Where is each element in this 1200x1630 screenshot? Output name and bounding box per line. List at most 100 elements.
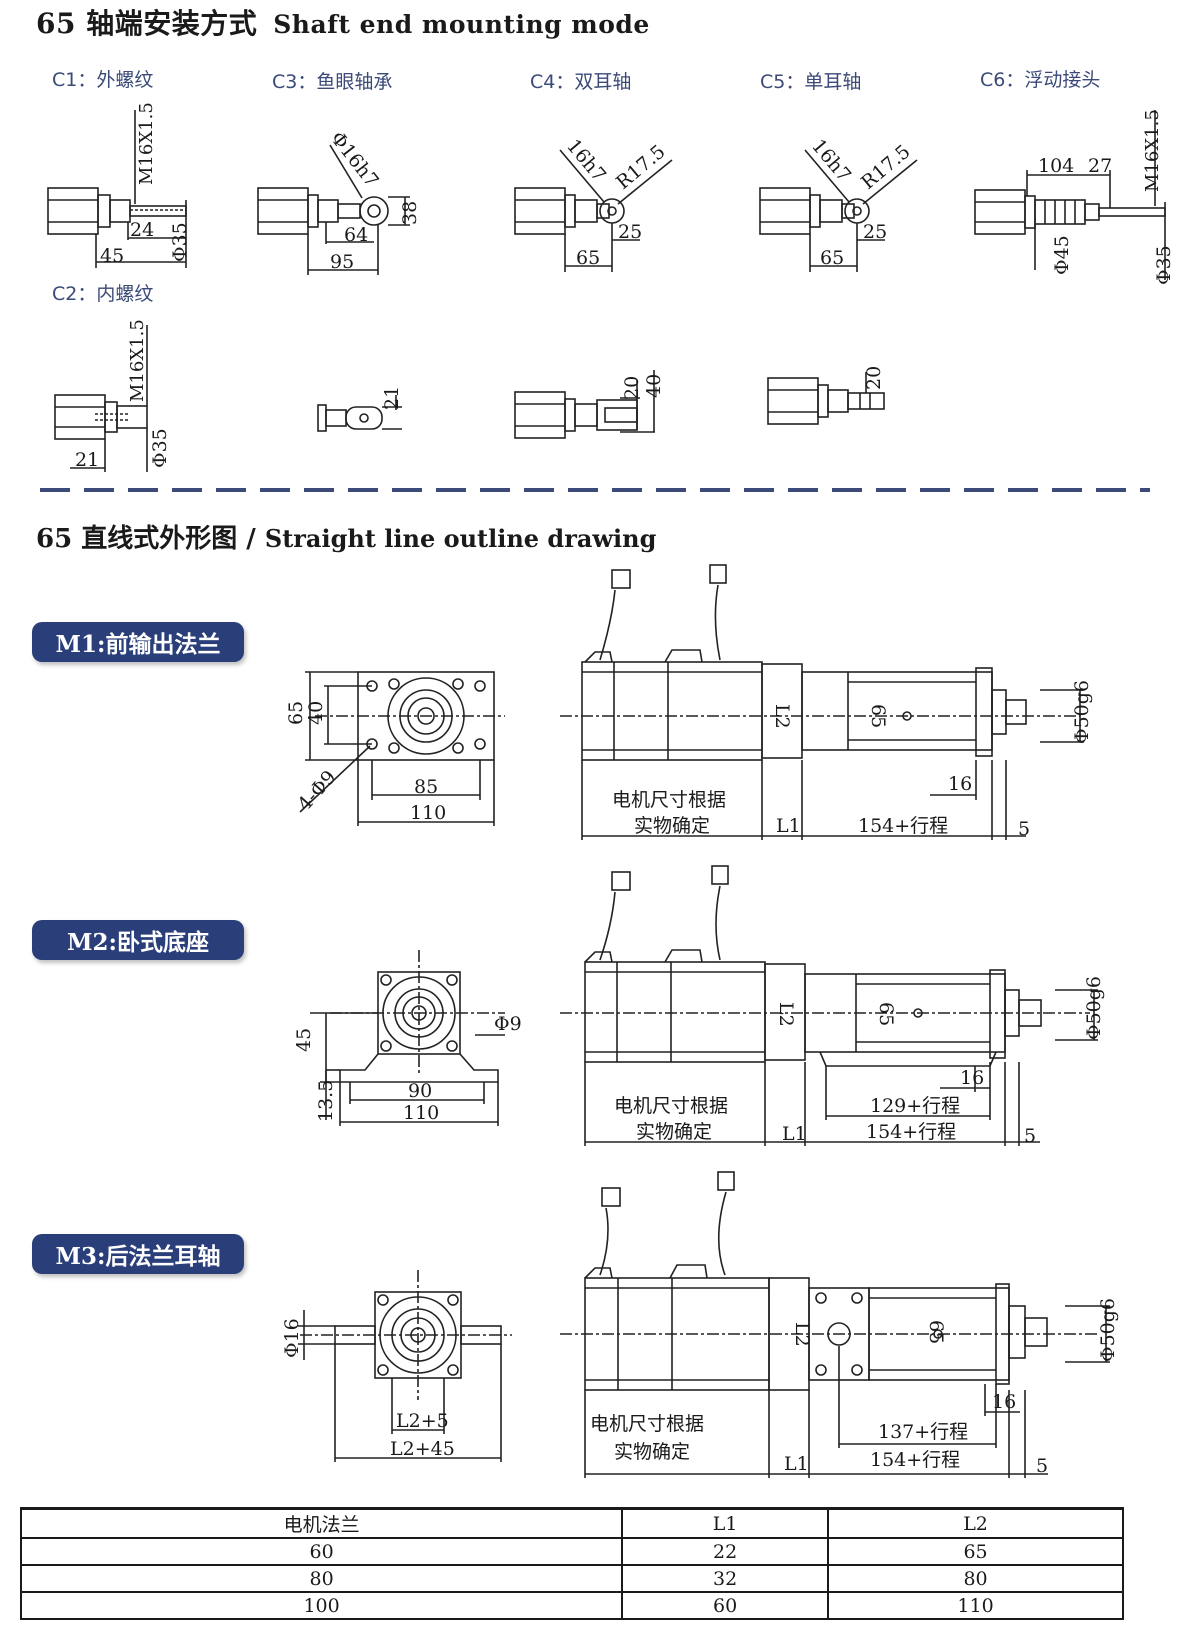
m2-dim-5: 5	[1024, 1125, 1036, 1147]
c1-dim-thread: M16X1.5	[136, 102, 157, 185]
m3-front-view	[298, 1270, 512, 1462]
m2-dim-16: 16	[960, 1067, 984, 1089]
c5-dim-65: 65	[820, 247, 844, 269]
section-outline-title-en: Straight line outline drawing	[264, 524, 657, 553]
c2-label: C2：内螺纹	[52, 283, 153, 305]
m1-dim-110: 110	[410, 802, 446, 824]
table-cell: 80	[827, 1564, 1124, 1593]
m1-dim-40: 40	[305, 701, 327, 725]
m1-dim-65side: 65	[867, 704, 889, 728]
m3-dim-phi16: Φ16	[281, 1318, 303, 1358]
c4-drawing	[514, 149, 673, 272]
c1-drawing	[47, 110, 187, 268]
m1-dim-holes: 4-Φ9	[293, 766, 340, 815]
table-header-row: 电机法兰 L1 L2	[19, 1507, 1124, 1539]
c5-side-dim: 20	[863, 366, 885, 390]
c2-dim-21: 21	[75, 449, 99, 471]
c5-side-view	[767, 372, 885, 425]
m2-dim-90: 90	[408, 1080, 432, 1102]
m2-dim-len1: 129+行程	[870, 1095, 960, 1117]
table-cell: 65	[827, 1537, 1124, 1566]
m2-dim-phi9: Φ9	[494, 1013, 522, 1035]
m3-dim-l2plus45: L2+45	[390, 1438, 455, 1460]
c3-side-view	[317, 395, 402, 432]
section-shaft-title: 65 轴端安装方式 Shaft end mounting mode	[36, 2, 650, 42]
m1-dim-l1: L1	[776, 815, 801, 837]
m3-dim-l2plus5: L2+5	[396, 1410, 449, 1432]
c5-dim-25: 25	[863, 221, 887, 243]
m3-dim-phi50: Φ50g6	[1097, 1298, 1119, 1362]
m1-dim-16: 16	[948, 773, 972, 795]
m1-side-view	[560, 564, 1084, 840]
c4-dim-65: 65	[576, 247, 600, 269]
c2-dim-thread: M16X1.5	[127, 319, 148, 402]
c3-dim-phi16: Φ16h7	[326, 128, 383, 192]
c4-side-view	[514, 370, 655, 439]
m1-front-view	[299, 671, 505, 826]
m1-note1: 电机尺寸根据	[612, 789, 726, 811]
table-header-l1: L1	[621, 1507, 830, 1539]
dimension-table: 电机法兰 L1 L2 60 22 65 80 32 80 100 60 110	[19, 1507, 1124, 1620]
m2-dim-110: 110	[403, 1102, 439, 1124]
c1-dim-45: 45	[100, 245, 124, 267]
section-shaft-title-en: Shaft end mounting mode	[273, 10, 650, 39]
table-cell: 22	[621, 1537, 830, 1566]
c4-label: C4：双耳轴	[530, 71, 631, 93]
c4-side-dim-20: 20	[621, 376, 643, 400]
table-cell: 32	[621, 1564, 830, 1593]
c3-drawing	[257, 144, 410, 275]
c6-dim-phi45: Φ45	[1051, 235, 1073, 275]
c4-dim-25: 25	[618, 221, 642, 243]
m2-note1: 电机尺寸根据	[614, 1095, 728, 1117]
m3-dim-l2: L2	[791, 1322, 813, 1347]
m2-note2: 实物确定	[636, 1121, 712, 1143]
m3-dim-5: 5	[1036, 1455, 1048, 1477]
table-cell: 60	[19, 1537, 624, 1566]
m1-dim-len: 154+行程	[858, 815, 948, 837]
m1-dim-5: 5	[1018, 818, 1030, 840]
m1-dim-l2: L2	[771, 704, 793, 729]
m2-dim-l1: L1	[782, 1123, 807, 1145]
table-cell: 100	[19, 1591, 624, 1620]
m2-dim-135: 13.5	[315, 1080, 337, 1122]
table-header-l2: L2	[827, 1507, 1124, 1539]
c1-label: C1：外螺纹	[52, 69, 153, 91]
c3-dim-38: 38	[399, 201, 421, 225]
c3-dim-64: 64	[344, 224, 368, 246]
c1-dim-phi35: Φ35	[169, 222, 191, 262]
m3-dim-len1: 137+行程	[878, 1421, 968, 1443]
m2-dim-45: 45	[293, 1028, 315, 1052]
m1-badge: M1:前输出法兰	[32, 622, 244, 662]
c6-dim-thread: M16X1.5	[1142, 109, 1163, 192]
m3-note2: 实物确定	[614, 1441, 690, 1463]
c2-dim-phi35: Φ35	[149, 428, 171, 468]
c6-dim-104: 104	[1038, 155, 1074, 177]
m3-note1: 电机尺寸根据	[590, 1413, 704, 1435]
c6-dim-phi35: Φ35	[1153, 245, 1175, 285]
m3-dim-65side: 65	[925, 1320, 947, 1344]
m1-dim-65: 65	[285, 701, 307, 725]
m2-dim-l2: L2	[775, 1002, 797, 1027]
m2-side-view	[560, 865, 1098, 1146]
m1-note2: 实物确定	[634, 815, 710, 837]
table-cell: 110	[827, 1591, 1124, 1620]
m2-front-view	[310, 950, 505, 1126]
m1-dim-phi50: Φ50g6	[1071, 680, 1093, 744]
m2-dim-65side: 65	[875, 1002, 897, 1026]
m3-dim-16: 16	[992, 1391, 1016, 1413]
table-row: 60 22 65	[19, 1537, 1124, 1566]
c2-drawing	[54, 325, 148, 472]
c3-label: C3：鱼眼轴承	[272, 71, 392, 93]
table-header-flange: 电机法兰	[19, 1507, 624, 1539]
section-outline-title: 65 直线式外形图 / Straight line outline drawin…	[36, 518, 656, 555]
section-outline-title-zh: 65 直线式外形图 /	[36, 524, 256, 554]
m2-badge: M2:卧式底座	[32, 920, 244, 960]
m3-badge: M3:后法兰耳轴	[32, 1234, 244, 1274]
c5-label: C5：单耳轴	[760, 71, 861, 93]
section-shaft-title-zh: 65 轴端安装方式	[36, 7, 258, 40]
m2-dim-phi50: Φ50g6	[1083, 976, 1105, 1040]
c6-label: C6：浮动接头	[980, 69, 1100, 91]
m3-side-view	[560, 1171, 1110, 1478]
c4-side-dim-40: 40	[643, 374, 665, 398]
table-row: 80 32 80	[19, 1564, 1124, 1593]
